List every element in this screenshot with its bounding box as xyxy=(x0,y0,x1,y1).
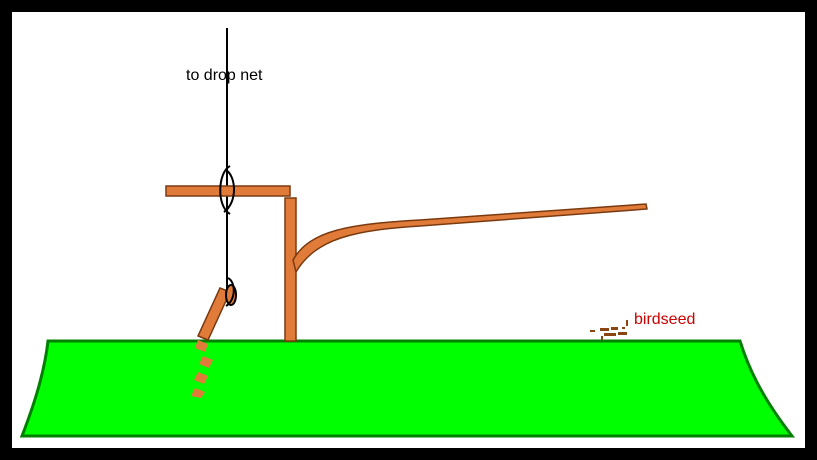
birdseed-pile xyxy=(590,320,628,340)
upright-post xyxy=(284,197,297,342)
crossbar xyxy=(165,185,291,197)
grass-ground xyxy=(19,339,796,438)
lower-rope-loop xyxy=(225,277,237,307)
ground-stake xyxy=(191,287,232,398)
rope-label: to drop net xyxy=(186,67,263,84)
upper-rope-loop xyxy=(219,165,235,215)
trigger-arm xyxy=(292,203,648,274)
birdseed-label: birdseed xyxy=(634,311,695,328)
